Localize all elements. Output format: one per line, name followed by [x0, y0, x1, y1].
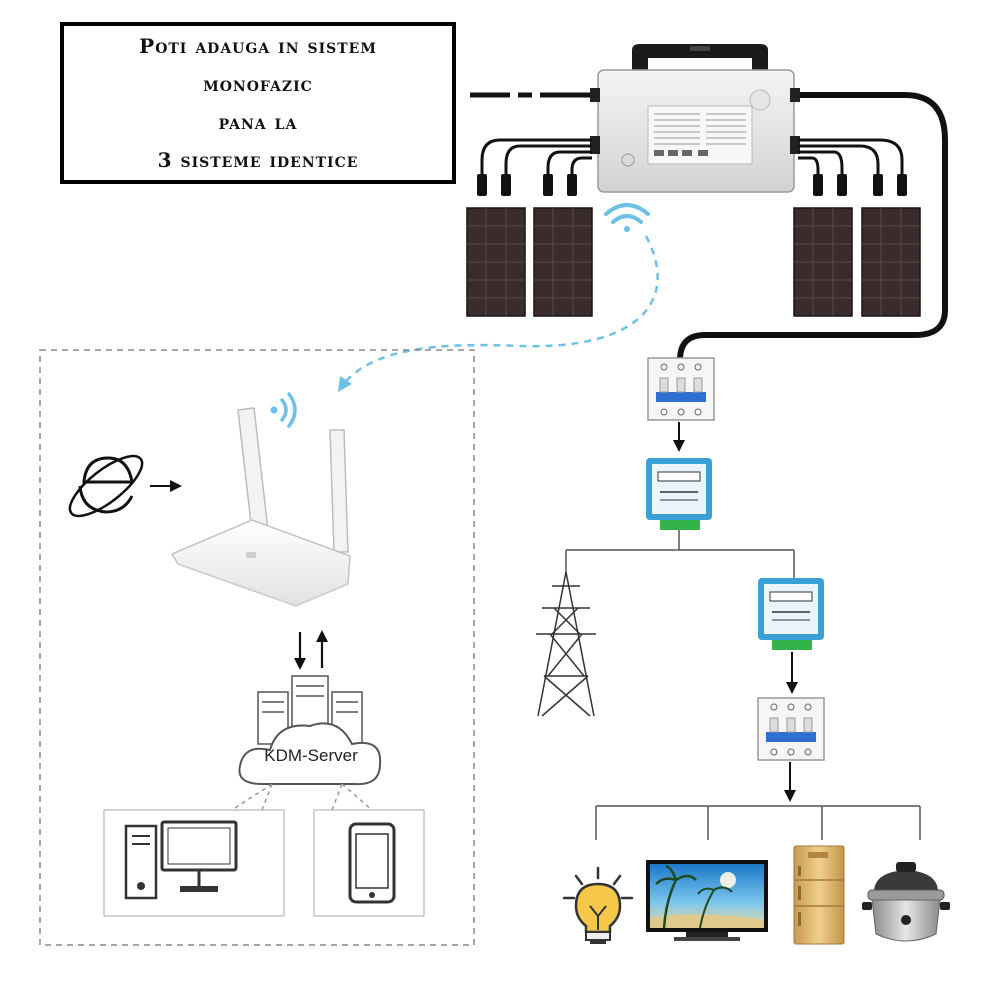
inverter-wifi-icon — [604, 203, 650, 232]
desktop-computer-icon — [103, 809, 285, 917]
smartphone-icon — [313, 809, 425, 917]
breaker-to-meter-arrow — [673, 422, 685, 452]
server-label: KDM-Server — [264, 746, 358, 765]
ac-cable-right — [677, 92, 948, 372]
title-line-3: pana la — [218, 110, 298, 134]
rice-cooker-icon — [862, 862, 950, 942]
grid-distribution-lines — [565, 530, 795, 578]
data-exchange-arrows — [294, 630, 328, 670]
refrigerator-icon — [793, 845, 845, 945]
solar-panel-1 — [466, 207, 526, 317]
load-distribution-lines — [595, 805, 921, 840]
mc4-connectors — [477, 174, 907, 196]
internet-to-router-arrow — [150, 480, 182, 492]
monitoring-area-border — [39, 349, 475, 946]
circuit-breaker-icon-2 — [757, 697, 825, 761]
light-bulb-icon — [562, 866, 634, 944]
television-icon — [646, 860, 768, 941]
circuit-breaker-icon — [647, 357, 715, 421]
router-wifi-icon — [270, 392, 297, 428]
wireless-link-dashed — [341, 235, 659, 387]
internet-explorer-icon — [68, 454, 144, 518]
client-connectors — [231, 783, 373, 811]
router-icon — [170, 407, 351, 607]
solar-panel-4 — [861, 207, 921, 317]
title-line-1: Poti adauga in sistem — [139, 34, 377, 58]
electric-meter-icon-2 — [758, 578, 824, 650]
electric-meter-icon — [646, 458, 712, 530]
title-line-2: monofazic — [203, 72, 313, 96]
server-cloud-icon — [238, 675, 382, 786]
microinverter — [590, 44, 800, 193]
breaker-to-loads-arrow — [784, 762, 796, 802]
solar-panel-3 — [793, 207, 853, 317]
solar-panel-2 — [533, 207, 593, 317]
wireless-link-arrowhead — [338, 376, 352, 392]
title-line-4: 3 sisteme identice — [157, 148, 359, 172]
title-box: Poti adauga in sistem monofazic pana la … — [60, 22, 456, 184]
meter-to-breaker-arrow — [786, 652, 798, 694]
power-tower-icon — [536, 571, 596, 717]
dc-cables — [480, 138, 904, 176]
